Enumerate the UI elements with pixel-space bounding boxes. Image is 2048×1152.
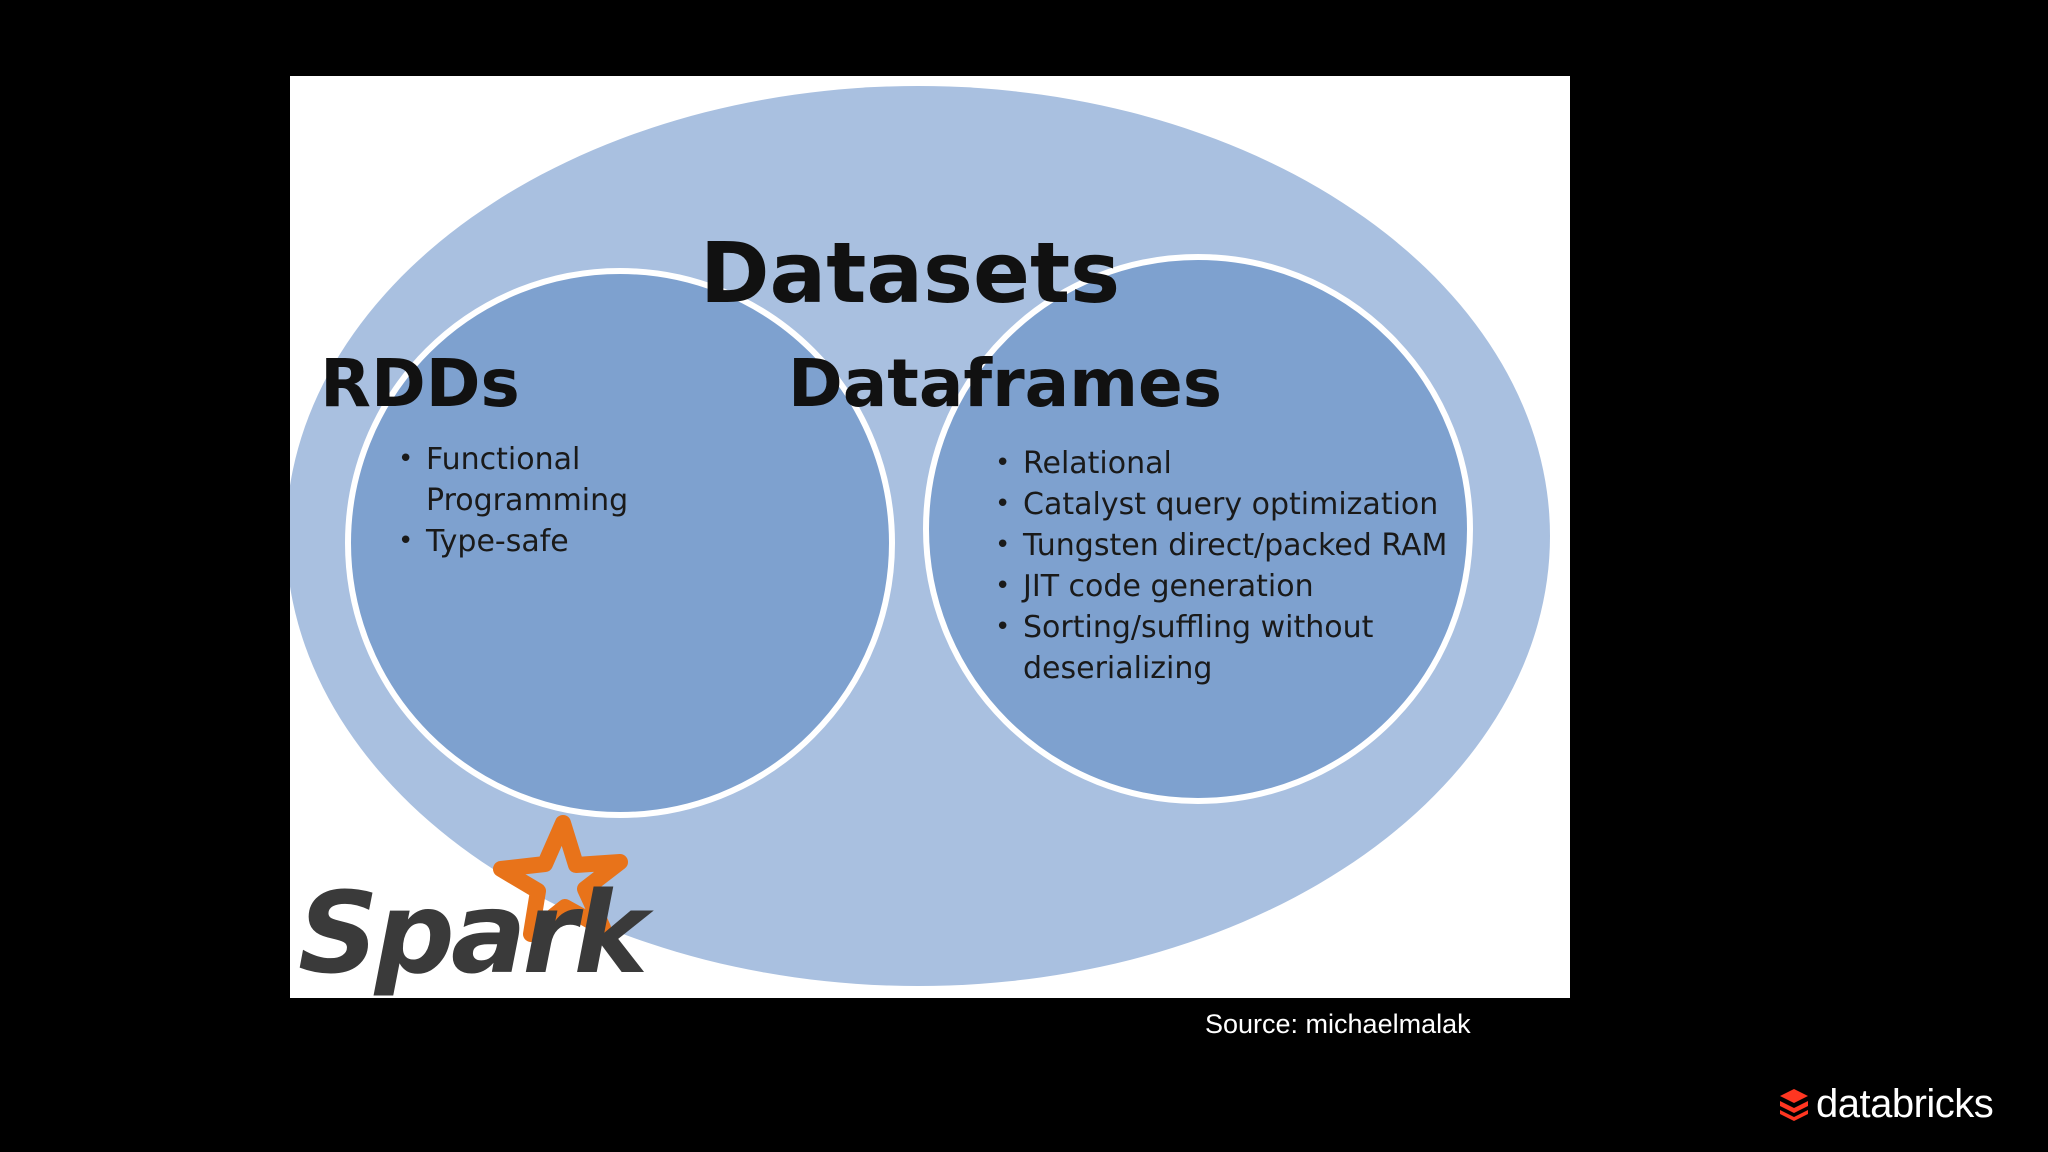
- databricks-wordmark: databricks: [1816, 1081, 1994, 1126]
- spark-logo: Spark: [298, 815, 659, 998]
- list-item: Relational: [995, 443, 1483, 484]
- dataframes-feature-list: Relational Catalyst query optimization T…: [995, 443, 1483, 689]
- list-item: Type-safe: [398, 521, 726, 562]
- rdds-feature-list: Functional Programming Type-safe: [398, 439, 726, 562]
- venn-diagram: Spark: [290, 86, 1550, 998]
- list-item: Catalyst query optimization: [995, 484, 1483, 525]
- list-item: Sorting/suffling without deserializing: [995, 607, 1483, 689]
- list-item: JIT code generation: [995, 566, 1483, 607]
- list-item: Functional Programming: [398, 439, 726, 521]
- dataframes-title: Dataframes: [787, 345, 1223, 422]
- datasets-title: Datasets: [699, 224, 1121, 322]
- databricks-mark-icon: [1780, 1089, 1808, 1121]
- spark-star-icon: [493, 815, 628, 942]
- databricks-logo: databricks: [1778, 1081, 1994, 1126]
- list-item: Tungsten direct/packed RAM: [995, 525, 1483, 566]
- spark-logo-text: Spark: [298, 869, 655, 998]
- diagram-panel: Spark Datasets: [290, 76, 1570, 998]
- source-caption: Source: michaelmalak: [1205, 1009, 1471, 1039]
- rdds-title: RDDs: [320, 345, 520, 422]
